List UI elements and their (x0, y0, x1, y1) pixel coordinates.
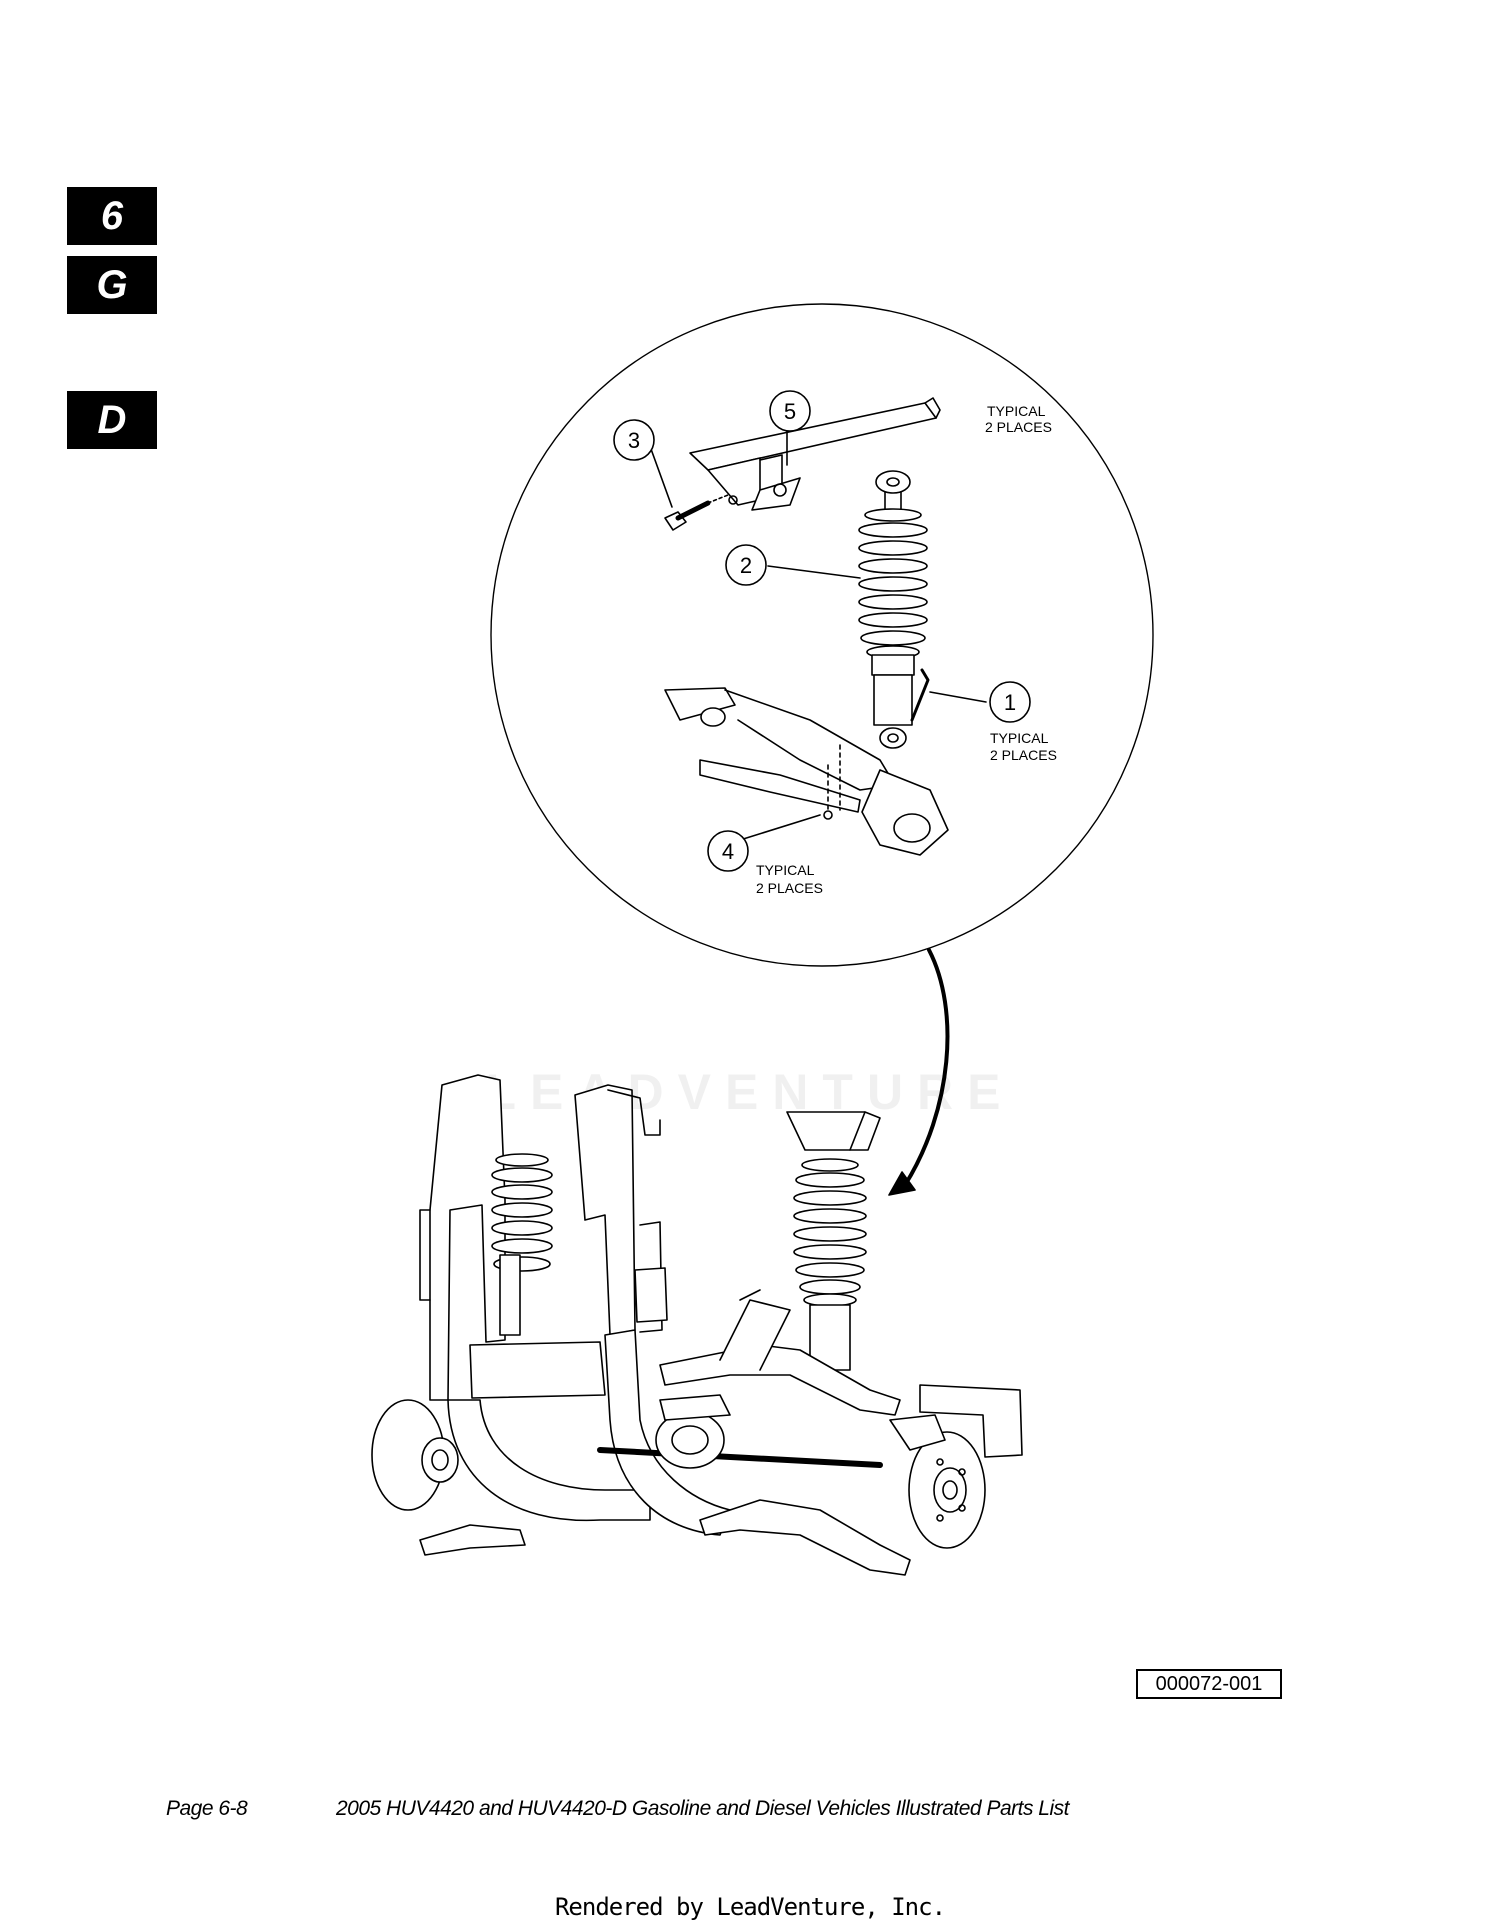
rendered-by-credit: Rendered by LeadVenture, Inc. (554, 1893, 946, 1921)
variant-tab: D (67, 391, 157, 449)
note-line: 2 PLACES (990, 747, 1057, 763)
detail-arrow (903, 948, 950, 1187)
bolt-part (664, 494, 729, 531)
shock-absorber (858, 470, 930, 749)
chapter-tab: 6 (67, 187, 157, 245)
callout-circle-4 (707, 830, 749, 872)
watermark-text: LEADVENTURE (485, 1064, 1015, 1120)
arrow-head (888, 1171, 916, 1196)
note-line: 2 PLACES (985, 419, 1052, 435)
callout-circle-3 (613, 419, 655, 461)
callout-circle-1 (989, 681, 1031, 723)
group-tab: G (67, 256, 157, 314)
note-line: TYPICAL (987, 403, 1046, 419)
page-number: Page 6-8 (166, 1797, 248, 1820)
note-line: TYPICAL (990, 730, 1049, 746)
callout-circle-2 (725, 544, 767, 586)
note-line: 2 PLACES (756, 880, 823, 896)
callout-number: 1 (1004, 690, 1016, 715)
document-title: 2005 HUV4420 and HUV4420-D Gasoline and … (336, 1797, 1069, 1820)
suspension-assembly (371, 1074, 1023, 1576)
callout-number: 4 (722, 839, 734, 864)
note-line: TYPICAL (756, 862, 815, 878)
callout-number: 3 (628, 428, 640, 453)
lower-control-arm (664, 687, 949, 856)
callout-number: 2 (740, 553, 752, 578)
figure-id: 000072-001 (1136, 1669, 1282, 1699)
callout-circle-5 (769, 390, 811, 432)
leader-lines (650, 428, 987, 841)
frame-bar (689, 397, 941, 511)
detail-circle (490, 303, 1154, 967)
callout-number: 5 (784, 399, 796, 424)
